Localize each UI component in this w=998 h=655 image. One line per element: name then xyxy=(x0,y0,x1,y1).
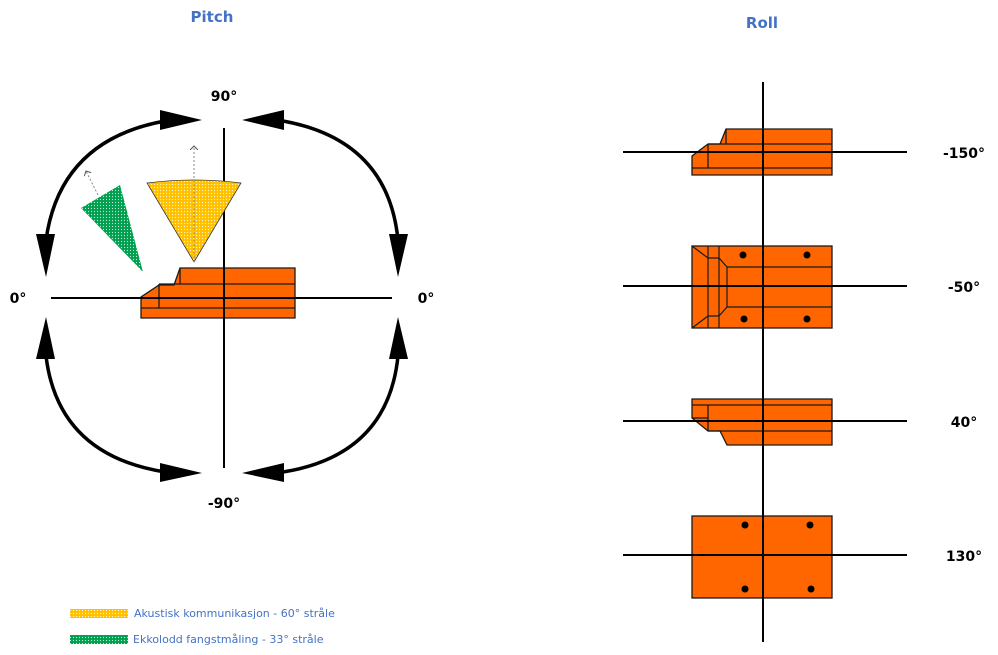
roll-label-130: 130° xyxy=(946,549,982,565)
roll-label-40: 40° xyxy=(951,415,977,431)
pitch-rotation-arcs xyxy=(44,119,400,474)
roll-title: Roll xyxy=(746,14,778,32)
pitch-label-right: 0° xyxy=(418,291,435,307)
arc-top-right xyxy=(282,119,400,241)
legend: Akustisk kommunikasjon - 60° stråle Ekko… xyxy=(70,607,335,646)
screw-hole-icon xyxy=(803,251,811,259)
arrowhead-icon xyxy=(242,110,284,130)
arrowhead-icon xyxy=(160,463,202,482)
arc-bottom-left xyxy=(44,355,166,474)
pitch-label-bottom: -90° xyxy=(208,496,240,512)
legend-swatch-acoustic xyxy=(70,609,128,618)
legend-swatch-echo xyxy=(70,635,128,644)
pitch-label-top: 90° xyxy=(211,89,237,105)
arrowhead-icon xyxy=(389,317,408,359)
arrowhead-icon xyxy=(160,110,202,130)
arrowhead-icon xyxy=(389,234,408,277)
arrowhead-icon xyxy=(242,463,284,482)
screw-hole-icon xyxy=(740,315,748,323)
echo-beam-33 xyxy=(81,185,143,272)
screw-hole-icon xyxy=(741,585,749,593)
echo-beam-direction-arrow xyxy=(86,171,99,196)
pitch-title: Pitch xyxy=(191,8,234,26)
screw-hole-icon xyxy=(803,315,811,323)
screw-hole-icon xyxy=(739,251,747,259)
pitch-device xyxy=(140,267,296,319)
arrowhead-icon xyxy=(36,234,55,277)
roll-label-minus150: -150° xyxy=(943,146,985,162)
pitch-label-left: 0° xyxy=(10,291,27,307)
screw-hole-icon xyxy=(741,521,749,529)
arrowhead-icon xyxy=(36,317,55,359)
legend-label-acoustic: Akustisk kommunikasjon - 60° stråle xyxy=(134,607,335,620)
pitch-arrowheads xyxy=(36,110,408,482)
arc-top-left xyxy=(44,119,166,241)
roll-label-minus50: -50° xyxy=(948,280,980,296)
legend-label-echo: Ekkolodd fangstmåling - 33° stråle xyxy=(133,633,324,646)
arc-bottom-right xyxy=(282,355,400,474)
screw-hole-icon xyxy=(806,521,814,529)
screw-hole-icon xyxy=(807,585,815,593)
